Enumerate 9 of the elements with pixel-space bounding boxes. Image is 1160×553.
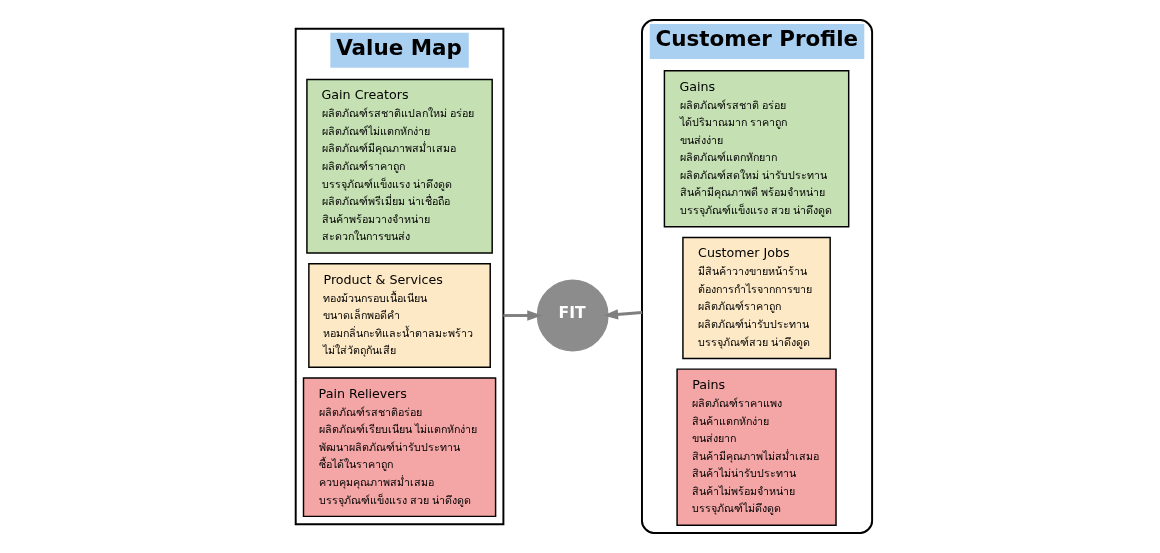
node-box: Gain Creators ผลิตภัณฑ์รสชาติแปลกใหม่ อร่อย ผลิตภัณฑ์ไม่แตกหักง่าย ผลิตภัณฑ์มีคุณภาพสม่ำเสมอ ผลิตภัณฑ์ราคาถูก บรรจุภัณฑ์แข็งแรง น่าดึงดูด ผลิตภัณฑ์พรีเมี่ยม น่าเชื่อถือ สินค้าพร้อมวางจำหน่าย สะดวกในการขนส่ง	[306, 78, 493, 254]
node-circle: FIT	[536, 279, 609, 352]
arrow	[603, 309, 643, 320]
node-box: Gains ผลิตภัณฑ์รสชาติ อร่อย ได้ปริมาณมาก ราคาถูก ขนส่งง่าย ผลิตภัณฑ์แตกหักยาก ผลิตภัณฑ์สดใหม่ น่ารับประทาน สินค้ามีคุณภาพดี พร้อมจำหน่าย บรรจุภัณฑ์แข็งแรง สวย น่าดึงดูด	[663, 70, 850, 228]
arrow	[503, 310, 542, 321]
node-box: Product & Services ทองม้วนกรอบเนื้อเนียน ขนาดเล็กพอดีคำ หอมกลิ่นกะทิและน้ำตาลมะพร้าว ไม่ใส่วัตถุกันเสีย	[308, 263, 491, 368]
node-box: Pains ผลิตภัณฑ์ราคาแพง สินค้าแตกหักง่าย ขนส่งยาก สินค้ามีคุณภาพไม่สม่ำเสมอ สินค้าไม่น่ารับประทาน สินค้าไม่พร้อมจำหน่าย บรรจุภัณฑ์ไม่ดึงดูด	[676, 368, 837, 526]
node-box: Pain Relievers ผลิตภัณฑ์รสชาติอร่อย ผลิตภัณฑ์เรียบเนียน ไม่แตกหักง่าย พัฒนาผลิตภัณฑ์น่ารับประทาน ซื้อได้ในราคาถูก ควบคุมคุณภาพสม่ำเสมอ บรรจุภัณฑ์แข็งแรง สวย น่าดึงดูด	[302, 377, 497, 518]
node-box: Customer Jobs มีสินค้าวางขายหน้าร้าน ต้องการกำไรจากการขาย ผลิตภัณฑ์ราคาถูก ผลิตภัณฑ์น่ารับประทาน บรรจุภัณฑ์สวย น่าดึงดูด	[682, 236, 831, 360]
